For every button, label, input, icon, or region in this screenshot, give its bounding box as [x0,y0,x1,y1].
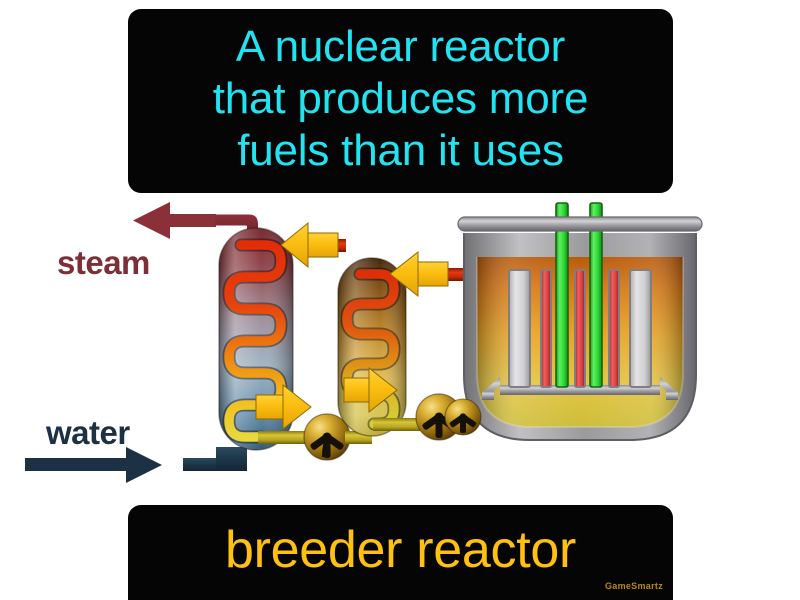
core-support-plate [482,377,678,400]
water-pipe [183,447,247,471]
fuel-rods [540,269,620,388]
term-text: breeder reactor [224,521,577,579]
term-banner: breeder reactor GameSmartz [128,505,673,600]
control-rods[interactable] [555,202,603,388]
water-label: water [46,414,130,451]
steam-label: steam [57,244,150,281]
primary-flow-arrow-in-hx [389,250,449,298]
cold-leg-pipe-3 [373,418,420,431]
cold-leg-pipe-1 [258,431,310,444]
definition-banner: A nuclear reactor that produces more fue… [128,9,673,193]
reactor-vessel-head [457,216,703,232]
breeder-reactor-diagram [25,202,703,483]
primary-flow-arrow-out-hx [343,366,398,414]
primary-pump-3[interactable] [444,398,482,436]
reactor-vessel [457,202,703,441]
watermark: GameSmartz [604,581,663,591]
primary-flow-arrow-in-sg [280,221,339,269]
primary-pump-1[interactable] [303,413,351,461]
definition-text: A nuclear reactor that produces more fue… [212,22,589,175]
steam-outlet-arrow [133,202,216,239]
steam-generator-coil [222,238,288,444]
water-inlet-arrow [25,447,162,483]
primary-flow-arrow-out-sg [255,383,312,431]
reflector-blanket [508,269,652,388]
